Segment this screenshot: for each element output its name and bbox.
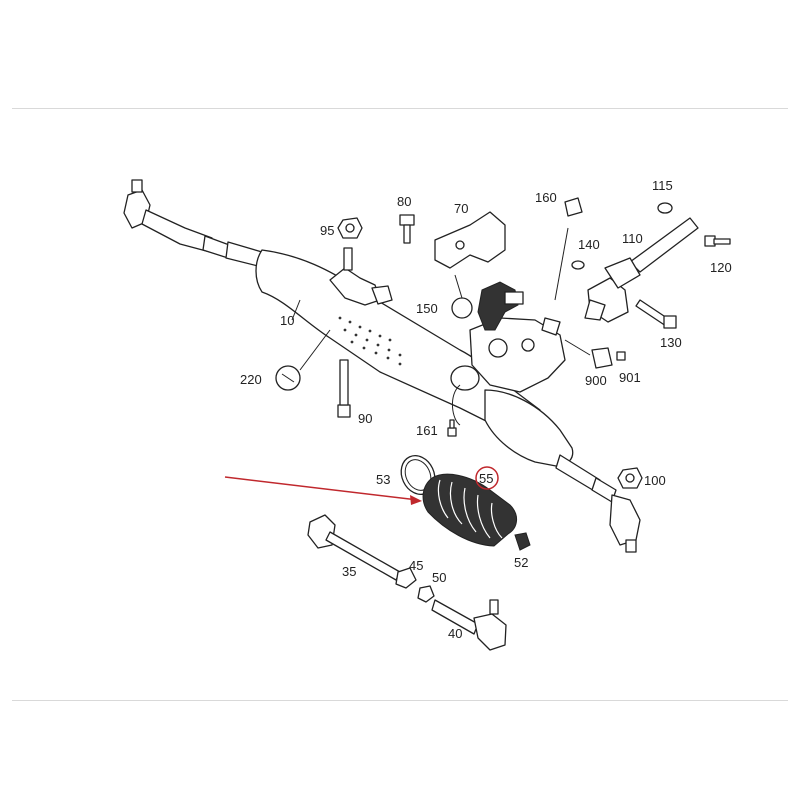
sleeve-160 bbox=[564, 197, 583, 217]
nut-901 bbox=[616, 351, 626, 361]
label-120: 120 bbox=[710, 260, 732, 275]
right-tie-rod-end bbox=[555, 454, 641, 553]
top-divider bbox=[12, 108, 788, 109]
clip-220 bbox=[275, 329, 331, 391]
bolt-80 bbox=[399, 214, 415, 244]
label-40: 40 bbox=[448, 626, 462, 641]
label-115: 115 bbox=[652, 178, 673, 193]
label-90: 90 bbox=[358, 411, 372, 426]
bolt-130 bbox=[635, 299, 677, 329]
label-35: 35 bbox=[342, 564, 356, 579]
label-161: 161 bbox=[416, 423, 438, 438]
clamp-52 bbox=[514, 532, 531, 551]
label-95: 95 bbox=[320, 223, 334, 238]
inner-tie-rod-35 bbox=[307, 514, 401, 581]
leader-lines bbox=[291, 227, 569, 321]
bellows-boot-55 bbox=[422, 473, 517, 547]
washer-140 bbox=[571, 260, 585, 270]
label-160: 160 bbox=[535, 190, 557, 205]
left-tie-rod-end bbox=[123, 179, 233, 259]
label-80: 80 bbox=[397, 194, 411, 209]
universal-joint-110 bbox=[584, 217, 699, 323]
label-220: 220 bbox=[240, 372, 262, 387]
bolt-90 bbox=[337, 359, 351, 418]
label-10: 10 bbox=[280, 313, 294, 328]
lock-nut-45 bbox=[395, 567, 417, 589]
label-55: 55 bbox=[479, 471, 493, 486]
nut-50 bbox=[417, 585, 435, 603]
label-70: 70 bbox=[454, 201, 468, 216]
label-110: 110 bbox=[622, 231, 643, 246]
label-901: 901 bbox=[619, 370, 641, 385]
label-52: 52 bbox=[514, 555, 528, 570]
bottom-divider bbox=[12, 700, 788, 701]
nut-95 bbox=[337, 217, 363, 239]
label-53: 53 bbox=[376, 472, 390, 487]
label-900: 900 bbox=[585, 373, 607, 388]
steering-rack-housing bbox=[225, 241, 574, 467]
label-45: 45 bbox=[409, 558, 423, 573]
nut-100 bbox=[617, 467, 643, 489]
label-100: 100 bbox=[644, 473, 666, 488]
washer-115 bbox=[657, 202, 673, 214]
plug-900 bbox=[564, 339, 613, 369]
label-150: 150 bbox=[416, 301, 438, 316]
highlight-circle bbox=[475, 466, 499, 490]
sensor-bracket-70 bbox=[434, 211, 506, 269]
bolt-161 bbox=[447, 419, 457, 437]
label-130: 130 bbox=[660, 335, 682, 350]
highlight-arrow bbox=[224, 476, 422, 505]
sensor-150 bbox=[451, 281, 524, 331]
bolt-120 bbox=[704, 235, 731, 247]
outer-tie-rod-end-40 bbox=[431, 599, 507, 651]
label-50: 50 bbox=[432, 570, 446, 585]
label-140: 140 bbox=[578, 237, 600, 252]
